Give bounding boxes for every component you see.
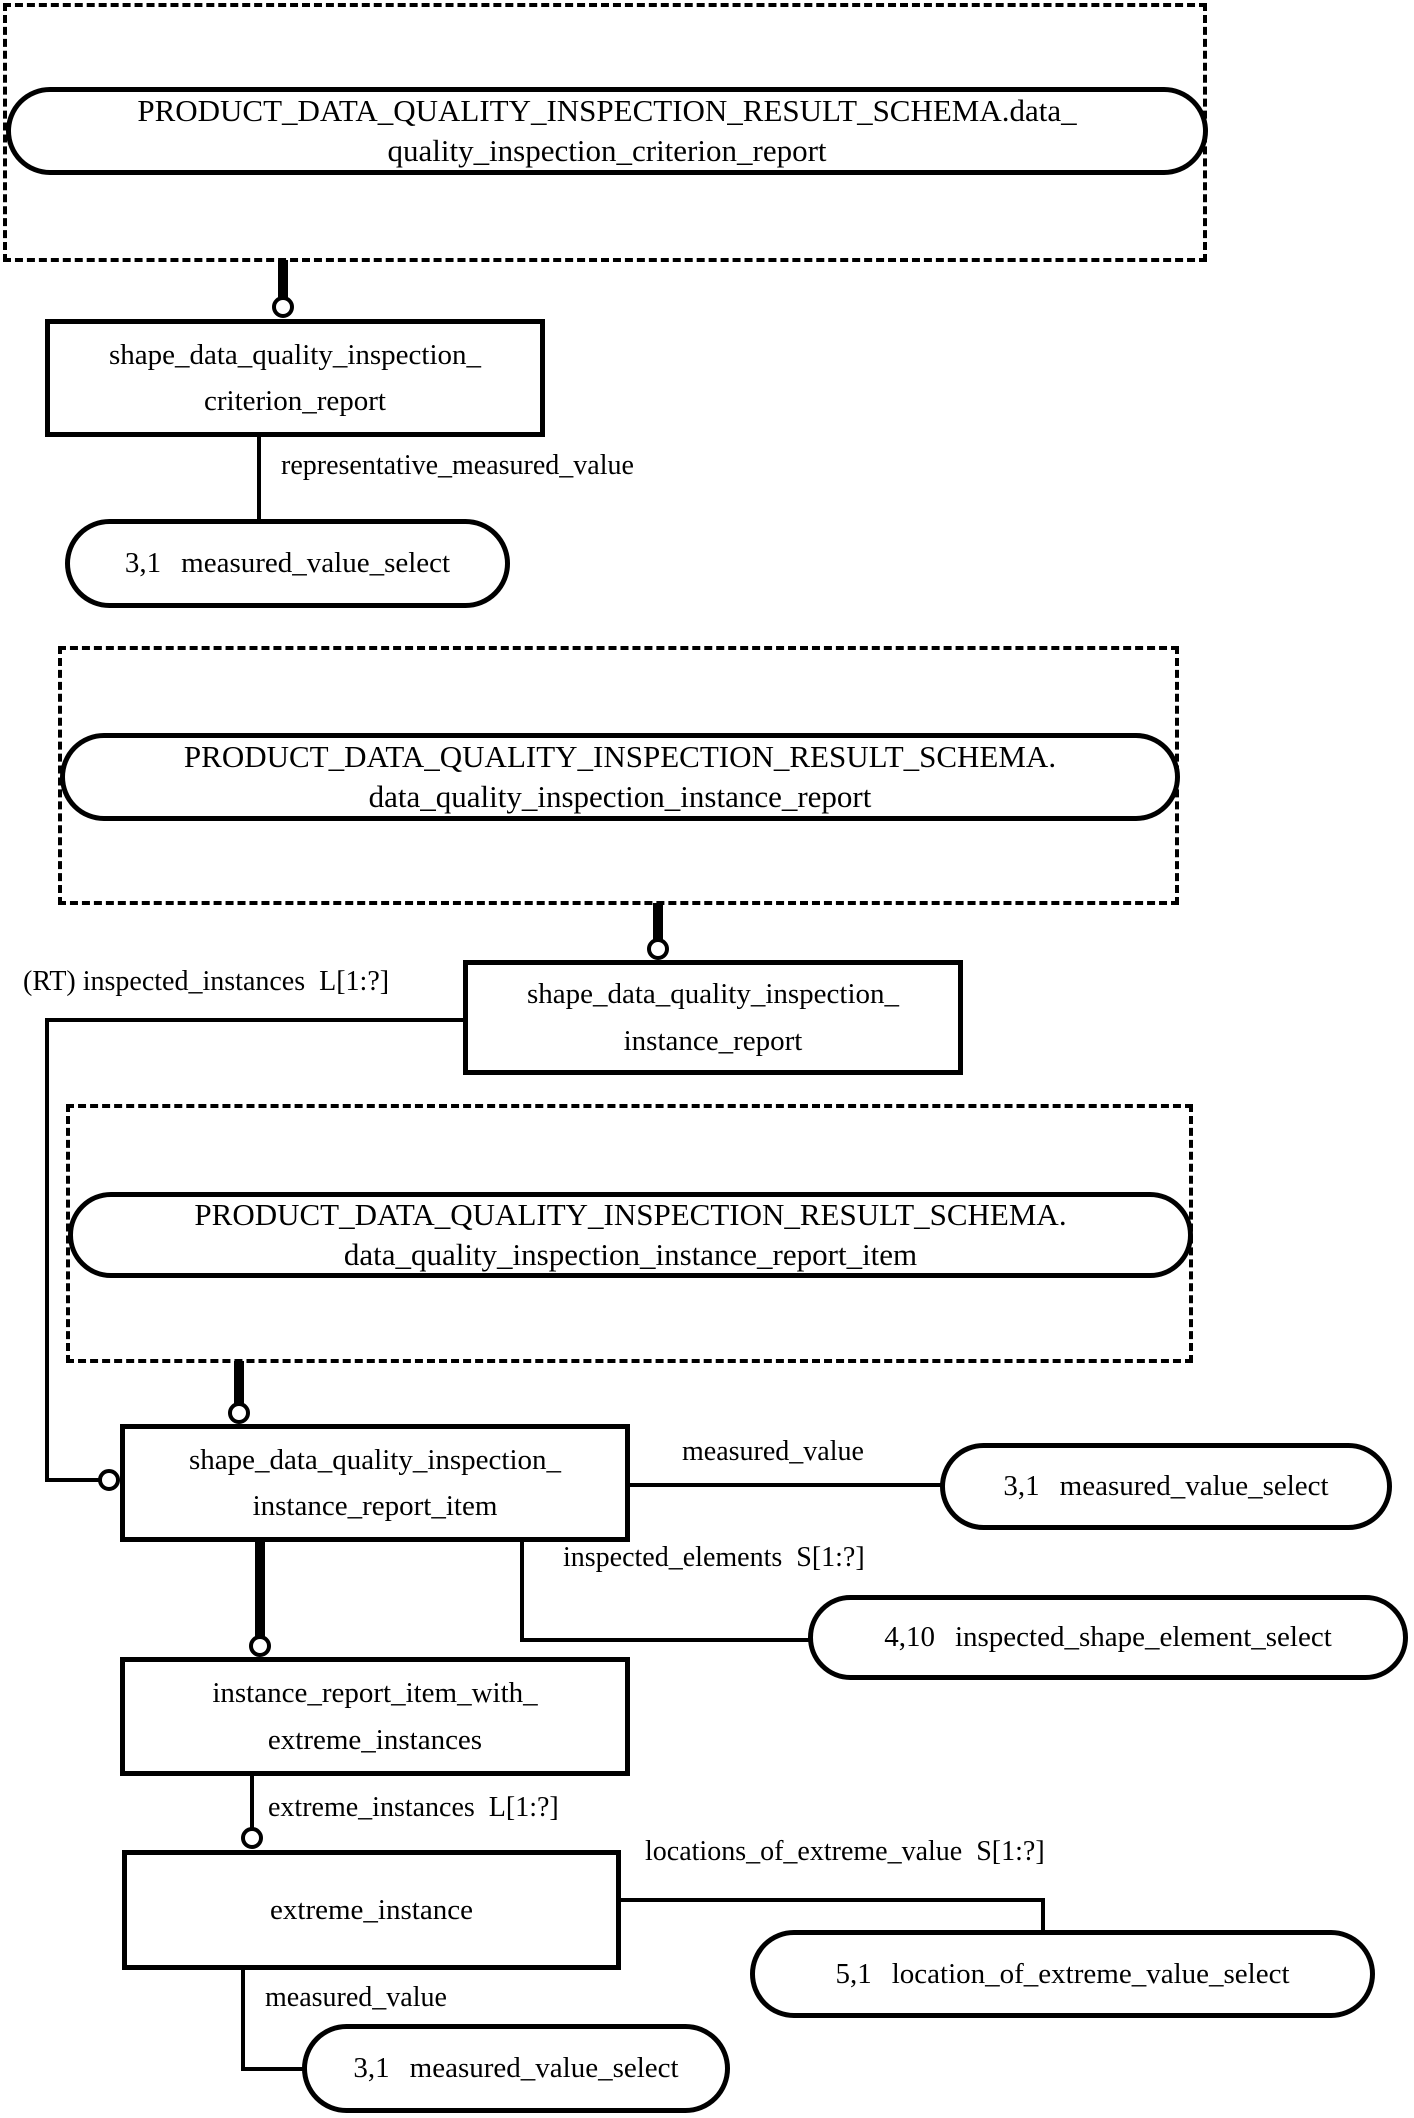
entity-label-line1: extreme_instance (270, 1893, 473, 1926)
edge-label-inspected-elements: inspected_elements S[1:?] (563, 1542, 865, 1573)
edge-label-extreme-instances: extreme_instances L[1:?] (268, 1792, 559, 1823)
select-name: measured_value_select (181, 547, 451, 579)
edge-locations-vertical (1041, 1898, 1045, 1932)
select-name: inspected_shape_element_select (954, 1621, 1332, 1653)
edge-supertype-extreme-item (255, 1540, 265, 1637)
select-name: measured_value_select (409, 2052, 679, 2084)
schema-ref-instance-report: PRODUCT_DATA_QUALITY_INSPECTION_RESULT_S… (60, 733, 1180, 821)
select-inspected-shape-element: 4,10 inspected_shape_element_select (808, 1595, 1408, 1680)
entity-shape-data-quality-inspection-instance-report-item: shape_data_quality_inspection_ instance_… (120, 1424, 630, 1542)
select-location-of-extreme-value: 5,1 location_of_extreme_value_select (750, 1930, 1375, 2018)
schema-ref-instance-report-item: PRODUCT_DATA_QUALITY_INSPECTION_RESULT_S… (68, 1192, 1193, 1278)
edge-inspected-instances-attach (47, 1478, 102, 1482)
select-measured-value-1: 3,1 measured_value_select (65, 519, 510, 608)
entity-instance-report-item-with-extreme-instances: instance_report_item_with_ extreme_insta… (120, 1657, 630, 1776)
select-measured-value-3: 3,1 measured_value_select (302, 2024, 730, 2113)
entity-label-line1: shape_data_quality_inspection_ (108, 338, 482, 371)
entity-label-line2: instance_report (623, 1024, 803, 1057)
select-name: measured_value_select (1059, 1470, 1329, 1502)
select-page-ref: 3,1 (1003, 1470, 1040, 1502)
edge-measured-value-2-horizontal (241, 2067, 304, 2071)
schema-ref-title-line1: PRODUCT_DATA_QUALITY_INSPECTION_RESULT_S… (194, 1196, 1067, 1232)
entity-shape-data-quality-inspection-criterion-report: shape_data_quality_inspection_ criterion… (45, 319, 545, 437)
edge-label-measured-value-1: measured_value (682, 1436, 864, 1467)
select-page-ref: 3,1 (124, 547, 162, 579)
schema-ref-criterion-report: PRODUCT_DATA_QUALITY_INSPECTION_RESULT_S… (6, 87, 1208, 175)
edge-label-representative-measured-value: representative_measured_value (281, 450, 634, 481)
connector-circle-extreme-item (249, 1635, 271, 1657)
entity-label-line2: criterion_report (204, 385, 386, 417)
entity-label-line2: extreme_instances (267, 1723, 483, 1756)
select-name: location_of_extreme_value_select (891, 1957, 1290, 1990)
edge-inspected-instances-horizontal (47, 1018, 465, 1022)
schema-ref-title-line2: data_quality_inspection_instance_report (368, 779, 872, 814)
entity-label-line1: instance_report_item_with_ (212, 1677, 538, 1710)
connector-circle-criterion (272, 296, 294, 318)
edge-measured-value-1 (628, 1483, 942, 1487)
edge-measured-value-2-vertical (241, 1968, 245, 2071)
entity-label-line1: shape_data_quality_inspection_ (526, 978, 900, 1011)
edge-supertype-report-item (234, 1361, 244, 1404)
select-measured-value-2: 3,1 measured_value_select (940, 1443, 1392, 1530)
connector-circle-extreme-instance (241, 1827, 263, 1849)
edge-supertype-criterion (278, 260, 288, 298)
entity-label-line2: instance_report_item (252, 1490, 498, 1522)
connector-circle-instance (647, 938, 669, 960)
edge-representative-measured-value (257, 435, 261, 521)
schema-ref-title-line1: PRODUCT_DATA_QUALITY_INSPECTION_RESULT_S… (137, 92, 1077, 128)
connector-circle-report-item (228, 1402, 250, 1424)
select-page-ref: 3,1 (353, 2052, 390, 2084)
edge-locations-horizontal (619, 1898, 1045, 1902)
edge-label-locations-of-extreme-value: locations_of_extreme_value S[1:?] (645, 1836, 1045, 1867)
entity-extreme-instance: extreme_instance (122, 1850, 621, 1970)
entity-shape-data-quality-inspection-instance-report: shape_data_quality_inspection_ instance_… (463, 960, 963, 1075)
connector-circle-report-item-left (98, 1469, 120, 1491)
edge-inspected-instances-rail (45, 1018, 49, 1482)
schema-ref-title-line2: data_quality_inspection_instance_report_… (343, 1237, 918, 1272)
entity-label-line1: shape_data_quality_inspection_ (188, 1443, 562, 1476)
edge-inspected-elements-vertical (520, 1540, 524, 1642)
select-page-ref: 4,10 (884, 1621, 935, 1653)
edge-extreme-instances (250, 1774, 254, 1830)
select-page-ref: 5,1 (835, 1957, 872, 1990)
schema-ref-title-line2: quality_inspection_criterion_report (387, 133, 827, 168)
edge-inspected-elements-horizontal (520, 1638, 812, 1642)
edge-label-inspected-instances: (RT) inspected_instances L[1:?] (23, 966, 390, 997)
schema-ref-title-line1: PRODUCT_DATA_QUALITY_INSPECTION_RESULT_S… (183, 738, 1057, 774)
edge-label-measured-value-2: measured_value (265, 1982, 447, 2013)
edge-supertype-instance (653, 903, 663, 940)
